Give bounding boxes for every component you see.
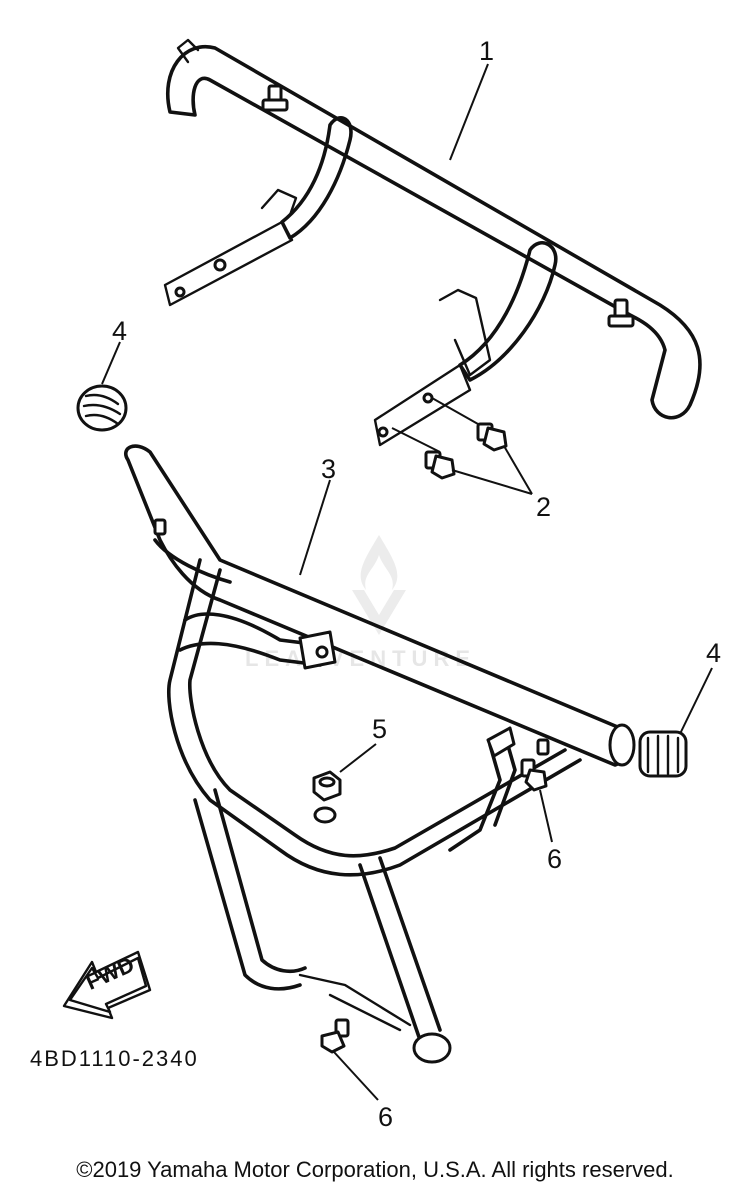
callout-5: 5 (372, 714, 388, 744)
part-code: 4BD1110-2340 (30, 1046, 199, 1071)
part-2-bolts (391, 397, 533, 495)
part-6-bolts (320, 758, 553, 1101)
leadventure-logo-icon (352, 535, 406, 635)
callout-6-bottom: 6 (378, 1102, 394, 1132)
callout-2: 2 (536, 492, 552, 522)
callout-4-right: 4 (706, 638, 722, 668)
copyright-text: ©2019 Yamaha Motor Corporation, U.S.A. A… (76, 1157, 674, 1182)
part-3-front-guard (124, 444, 636, 1064)
part-4-grommet-left (76, 341, 128, 432)
callout-6-right: 6 (547, 844, 563, 874)
part-1-upper-bar (163, 38, 702, 447)
callout-1: 1 (479, 36, 495, 66)
fwd-arrow-icon (62, 950, 152, 1020)
part-5-nut (312, 743, 377, 802)
part-4-grommet-right (638, 667, 713, 778)
callout-3: 3 (321, 454, 337, 484)
callout-4-left: 4 (112, 316, 128, 346)
